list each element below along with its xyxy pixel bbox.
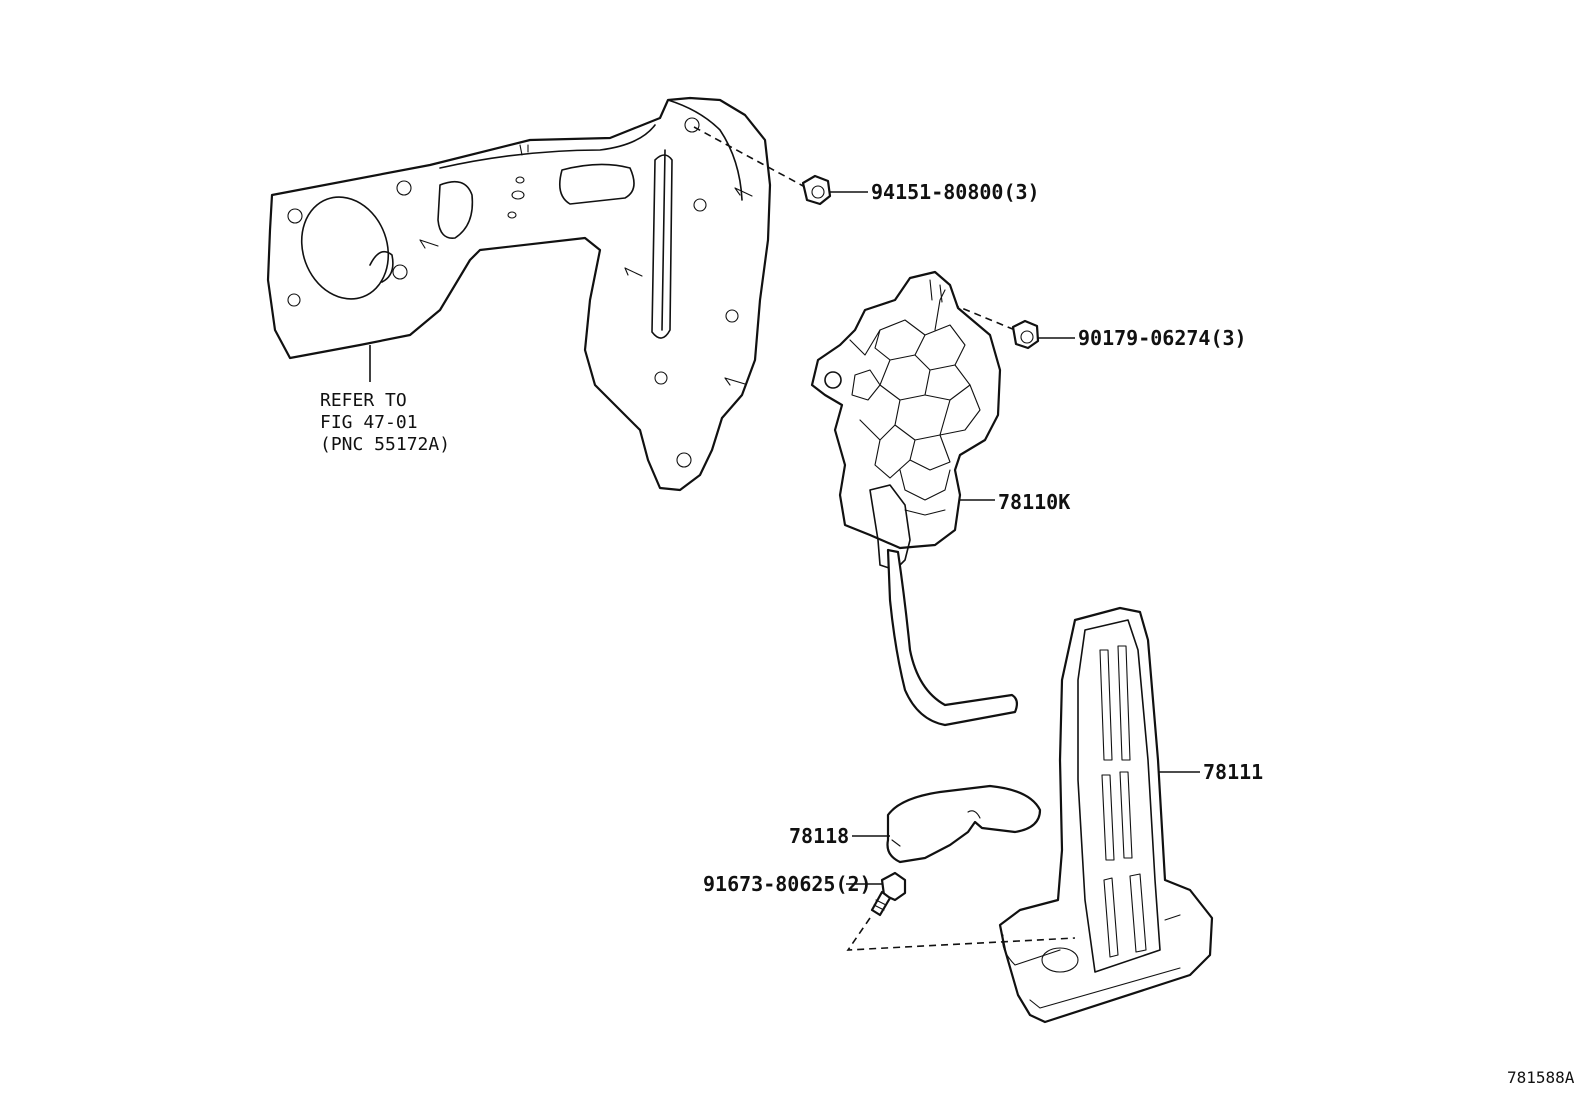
bracket-note-line1: REFER TO (320, 390, 407, 411)
pedal-pad (998, 606, 1214, 1024)
nut-94151-80800 (693, 126, 868, 206)
label-pedal-assembly: 78110K (998, 490, 1070, 514)
label-cover: 78118 (789, 824, 849, 848)
bolt (846, 871, 1076, 951)
bracket-note-line3: (PNC 55172A) (320, 434, 450, 455)
label-nut-middle: 90179-06274(3) (1078, 326, 1247, 350)
bracket-note-line2: FIG 47-01 (320, 412, 418, 433)
accelerator-pedal-assembly (810, 270, 1019, 727)
label-pedal-pad: 78111 (1203, 760, 1263, 784)
label-nut-upper: 94151-80800(3) (871, 180, 1040, 204)
figure-id: 781588A (1507, 1068, 1575, 1087)
pedal-bracket (266, 96, 772, 492)
cover (852, 784, 1042, 864)
label-bolt: 91673-80625(2) (703, 872, 872, 896)
